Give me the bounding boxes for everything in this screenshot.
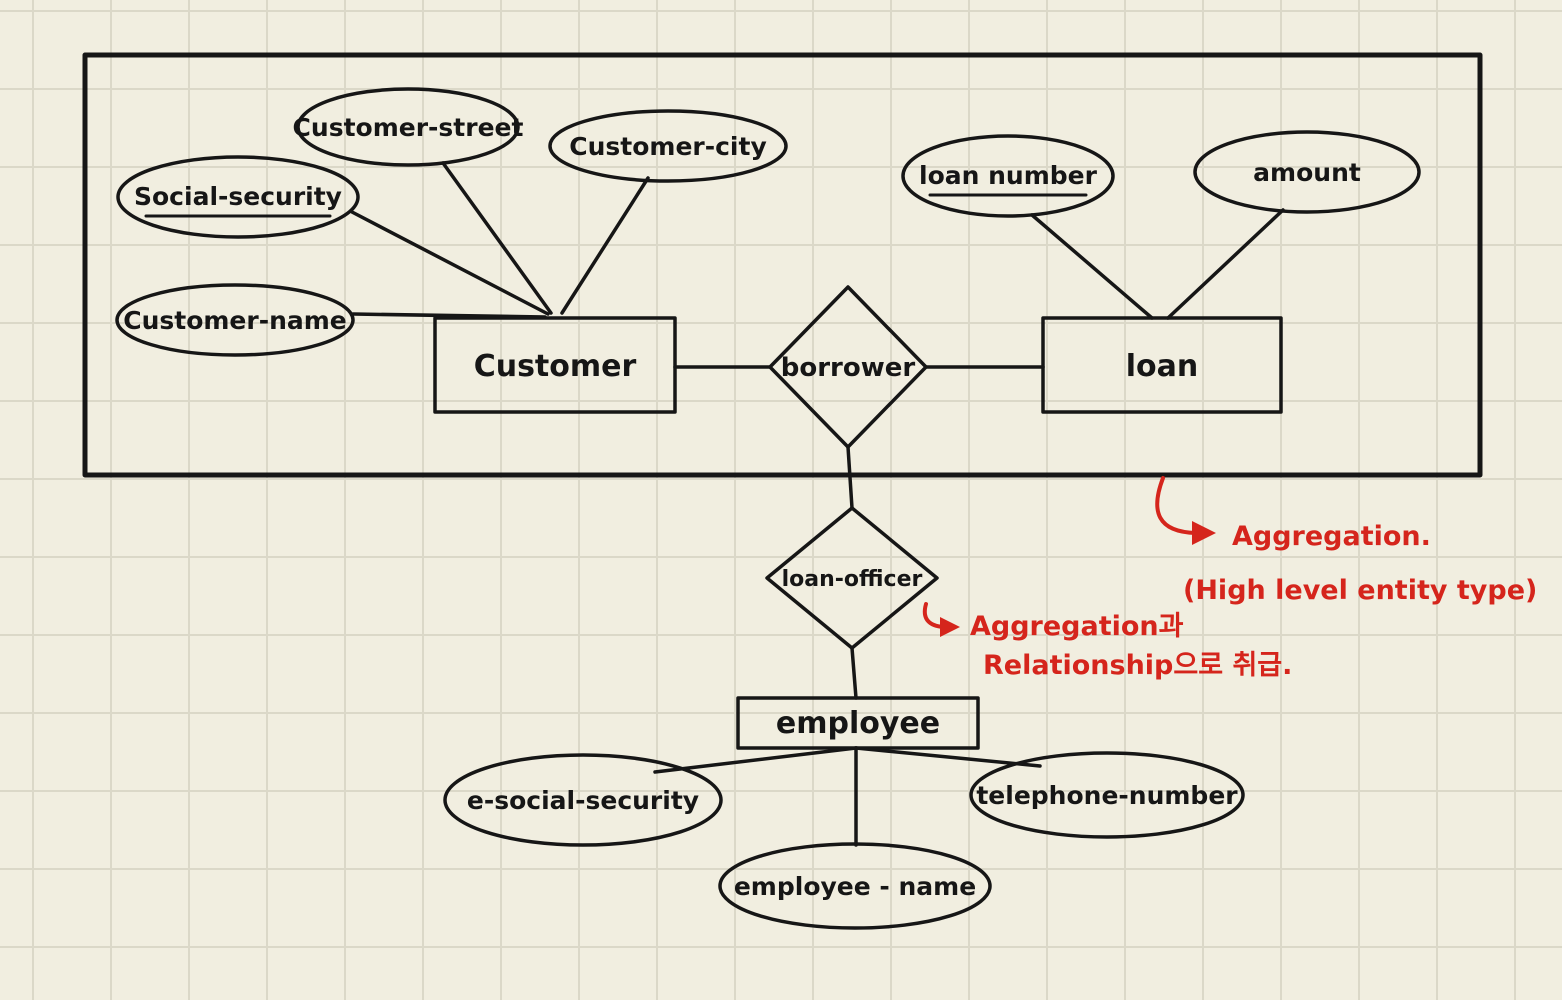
attribute-customer-name: Customer-name xyxy=(115,283,355,357)
connector-customer-street xyxy=(441,161,553,315)
aggregation-annotation-title: Aggregation. xyxy=(1232,521,1431,552)
customer-street-label: Customer-street xyxy=(293,113,524,142)
connector-social-security xyxy=(350,210,550,316)
customer-name-ellipse xyxy=(115,283,355,357)
employee-label: employee xyxy=(776,706,940,741)
employee-name-ellipse xyxy=(718,842,992,930)
relationship-loan-officer: loan-officer xyxy=(765,506,939,650)
loan-number-ellipse xyxy=(901,134,1115,218)
aggregation-annotation-subtitle: (High level entity type) xyxy=(1183,575,1537,606)
social-security-ellipse xyxy=(116,155,360,239)
attribute-telephone-number: telephone-number xyxy=(969,751,1245,839)
e-social-security-label: e-social-security xyxy=(467,786,699,815)
entity-loan: loan xyxy=(1041,316,1283,414)
connector-amount xyxy=(1166,208,1285,320)
loan-officer-annotation: Aggregation과 Relationship으로 취급. xyxy=(922,602,1292,681)
aggregation-annotation: Aggregation. (High level entity type) xyxy=(1155,476,1537,606)
aggregation-boundary-box xyxy=(82,52,1483,478)
connector-aggregation-loan-officer xyxy=(846,445,854,510)
customer-rect xyxy=(433,316,677,414)
loan-officer-note-line1: Aggregation과 xyxy=(970,611,1184,642)
borrower-diamond xyxy=(768,285,928,449)
employee-rect xyxy=(736,696,980,750)
attribute-employee-name: employee - name xyxy=(718,842,992,930)
connector-loan-number xyxy=(1030,213,1154,320)
attribute-customer-street: Customer-street xyxy=(293,87,524,167)
customer-city-ellipse xyxy=(548,109,788,183)
relationship-borrower: borrower xyxy=(768,285,928,449)
customer-label: Customer xyxy=(474,349,637,384)
entity-customer: Customer xyxy=(433,316,677,414)
connector-telephone-number xyxy=(854,746,1042,768)
e-social-security-ellipse xyxy=(443,753,723,847)
borrower-label: borrower xyxy=(781,353,916,383)
customer-name-label: Customer-name xyxy=(123,306,347,335)
amount-label: amount xyxy=(1253,158,1361,187)
connector-loan-officer-employee xyxy=(850,646,858,700)
employee-name-label: employee - name xyxy=(734,872,976,901)
customer-city-label: Customer-city xyxy=(569,132,767,161)
telephone-number-ellipse xyxy=(969,751,1245,839)
attribute-social-security: Social-security xyxy=(116,155,360,239)
connector-customer-city xyxy=(560,176,650,315)
loan-number-label: loan number xyxy=(919,161,1098,190)
loan-officer-note-line2: Relationship으로 취급. xyxy=(983,650,1292,681)
attribute-amount: amount xyxy=(1193,130,1421,214)
aggregation-curved-arrow-icon xyxy=(1155,476,1198,535)
loan-rect xyxy=(1041,316,1283,414)
loan-officer-label: loan-officer xyxy=(782,567,923,592)
connector-e-social-security xyxy=(653,746,858,774)
loan-officer-diamond xyxy=(765,506,939,650)
entity-employee: employee xyxy=(736,696,980,750)
social-security-label: Social-security xyxy=(134,182,342,211)
attribute-customer-city: Customer-city xyxy=(548,109,788,183)
attribute-loan-number: loan number xyxy=(901,134,1115,218)
attribute-e-social-security: e-social-security xyxy=(443,753,723,847)
amount-ellipse xyxy=(1193,130,1421,214)
loan-label: loan xyxy=(1126,349,1199,384)
telephone-number-label: telephone-number xyxy=(976,781,1238,810)
aggregation-arrowhead-icon xyxy=(1192,521,1216,545)
loan-officer-arrowhead-icon xyxy=(940,617,960,637)
customer-street-ellipse xyxy=(296,87,520,167)
